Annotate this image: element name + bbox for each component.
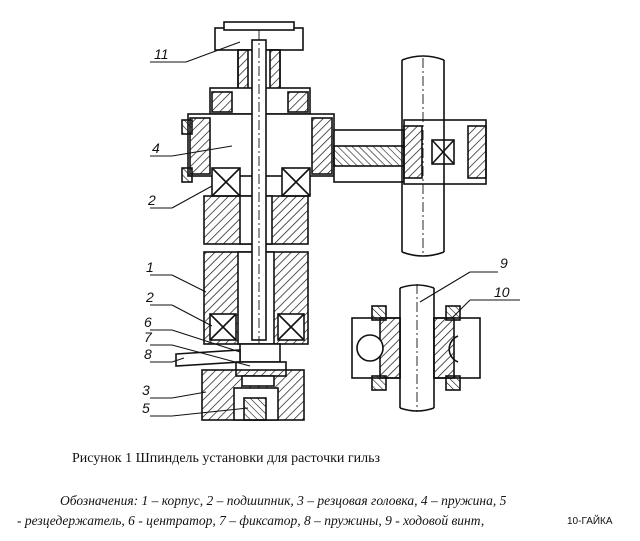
callout-1: 1 — [146, 259, 154, 275]
callout-2-lower: 2 — [145, 289, 154, 305]
callout-2-upper: 2 — [147, 192, 156, 208]
legend-line-2: - резцедержатель, 6 - центратор, 7 – фик… — [17, 513, 485, 528]
spindle-assembly — [175, 21, 335, 421]
callout-9: 9 — [500, 255, 508, 271]
lead-screw-upper — [401, 55, 445, 257]
legend-line-1: Обозначения: 1 – корпус, 2 – подшипник, … — [60, 493, 507, 508]
callout-11: 11 — [154, 46, 169, 62]
legend-tail: 10-ГАЙКА — [567, 516, 613, 527]
callout-6: 6 — [144, 314, 152, 330]
leader-lines — [150, 41, 520, 417]
callout-5: 5 — [142, 400, 150, 416]
nut-detail — [351, 284, 481, 412]
callout-7: 7 — [144, 329, 153, 345]
callout-4: 4 — [152, 140, 160, 156]
drive-gear-train — [333, 119, 487, 185]
callout-3: 3 — [142, 382, 150, 398]
callout-10: 10 — [494, 284, 510, 300]
figure-caption: Рисунок 1 Шпиндель установки для расточк… — [72, 451, 381, 466]
callout-8: 8 — [144, 346, 152, 362]
